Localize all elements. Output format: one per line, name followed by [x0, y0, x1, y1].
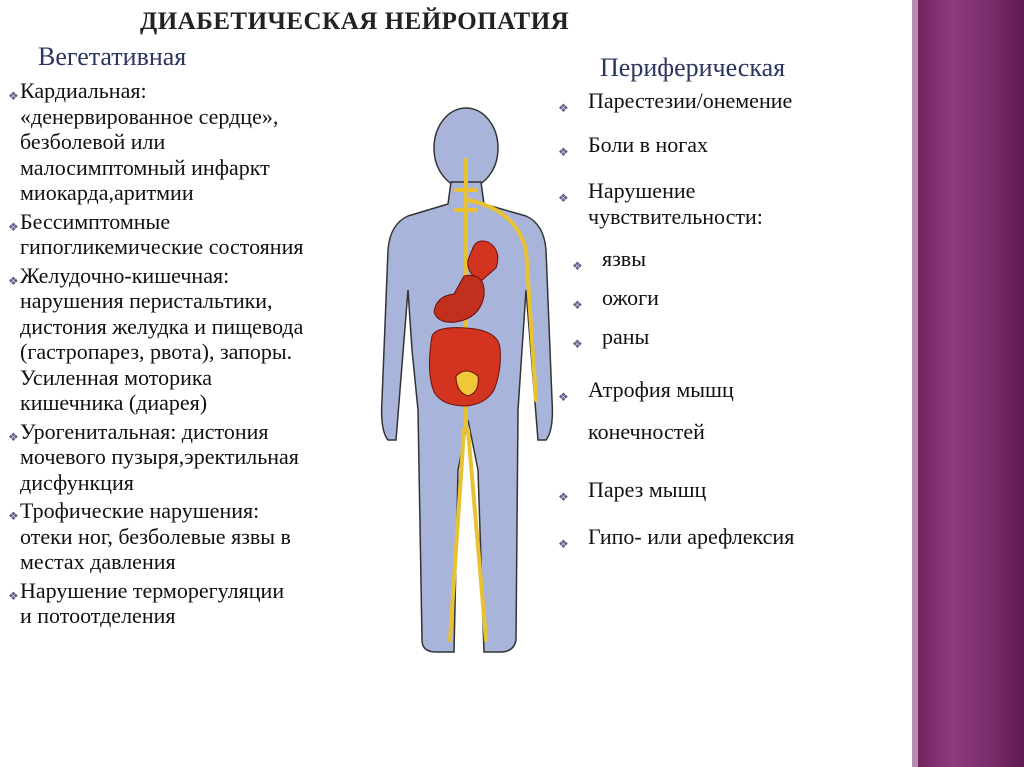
diamond-bullet-icon: ❖: [8, 429, 19, 444]
peripheral-subitem-burns: ❖ ожоги: [572, 285, 659, 312]
heart-icon: [467, 240, 499, 283]
peripheral-item-paresthesia: ❖ Парестезии/онемение: [558, 88, 793, 115]
bladder-icon: [455, 370, 479, 397]
diamond-bullet-icon: ❖: [572, 298, 583, 312]
diamond-bullet-icon: ❖: [558, 490, 569, 504]
band-edge: [912, 0, 918, 767]
peripheral-item-sensitivity: ❖ Нарушение чувствительности:: [558, 178, 763, 230]
autonomic-item-urogenital: ❖Урогенитальная: дистония мочевого пузыр…: [6, 419, 386, 496]
stomach-icon: [433, 274, 485, 323]
item-text: конечностей: [588, 419, 705, 444]
human-body-figure: [380, 107, 554, 653]
diamond-bullet-icon: ❖: [558, 191, 569, 205]
item-text: Атрофия мышц: [588, 377, 734, 402]
autonomic-item-hypoglycemia: ❖Бессимптомные гипогликемические состоян…: [6, 209, 386, 260]
slide-title: ДИАБЕТИЧЕСКАЯ НЕЙРОПАТИЯ: [140, 8, 570, 35]
diamond-bullet-icon: ❖: [558, 390, 569, 404]
autonomic-item-gi: ❖Желудочно-кишечная: нарушения перисталь…: [6, 263, 386, 416]
diamond-bullet-icon: ❖: [572, 259, 583, 273]
autonomic-item-trophic: ❖Трофические нарушения: отеки ног, безбо…: [6, 498, 386, 575]
diamond-bullet-icon: ❖: [558, 537, 569, 551]
diamond-bullet-icon: ❖: [558, 101, 569, 115]
decorative-side-band: [912, 0, 1024, 767]
peripheral-item-limbs: конечностей: [588, 419, 705, 445]
item-text: Нарушение чувствительности:: [588, 178, 763, 229]
peripheral-item-paresis: ❖ Парез мышц: [558, 477, 707, 504]
autonomic-item-cardiac: ❖Кардиальная: «денервированное сердце», …: [6, 78, 386, 206]
peripheral-subitem-wounds: ❖ раны: [572, 324, 650, 351]
diamond-bullet-icon: ❖: [8, 588, 19, 603]
item-text: ожоги: [602, 285, 659, 310]
item-text: Нарушение терморегуляции и потоотделения: [20, 577, 285, 629]
item-text: Боли в ногах: [588, 132, 709, 157]
item-text: Урогенитальная: дистония мочевого пузыря…: [20, 418, 299, 495]
diamond-bullet-icon: ❖: [8, 89, 19, 103]
item-text: Кардиальная: «денервированное сердце», б…: [20, 78, 279, 205]
item-text: раны: [602, 324, 650, 349]
autonomic-heading: Вегетативная: [38, 42, 187, 71]
peripheral-item-atrophy: ❖ Атрофия мышц: [558, 377, 734, 404]
item-text: Желудочно-кишечная: нарушения перистальт…: [20, 262, 304, 416]
peripheral-item-leg-pain: ❖ Боли в ногах: [558, 132, 709, 159]
item-text: Парестезии/онемение: [588, 88, 793, 113]
diamond-bullet-icon: ❖: [572, 337, 583, 351]
item-text: язвы: [602, 246, 646, 271]
intestine-icon: [428, 327, 501, 407]
peripheral-subitem-ulcers: ❖ язвы: [572, 246, 646, 273]
item-text: Гипо- или арефлексия: [588, 524, 795, 549]
autonomic-list: ❖Кардиальная: «денервированное сердце», …: [6, 78, 386, 632]
peripheral-item-areflexia: ❖ Гипо- или арефлексия: [558, 524, 795, 551]
autonomic-item-thermoregulation: ❖Нарушение терморегуляции и потоотделени…: [6, 578, 386, 629]
item-text: Трофические нарушения: отеки ног, безбол…: [20, 498, 291, 574]
item-text: Парез мышц: [588, 477, 707, 502]
peripheral-heading: Периферическая: [600, 53, 786, 82]
diamond-bullet-icon: ❖: [8, 509, 19, 523]
item-text: Бессимптомные гипогликемические состояни…: [20, 208, 304, 260]
internal-organs: [428, 240, 501, 407]
diamond-bullet-icon: ❖: [8, 219, 19, 234]
diamond-bullet-icon: ❖: [558, 145, 569, 159]
diamond-bullet-icon: ❖: [8, 273, 19, 288]
